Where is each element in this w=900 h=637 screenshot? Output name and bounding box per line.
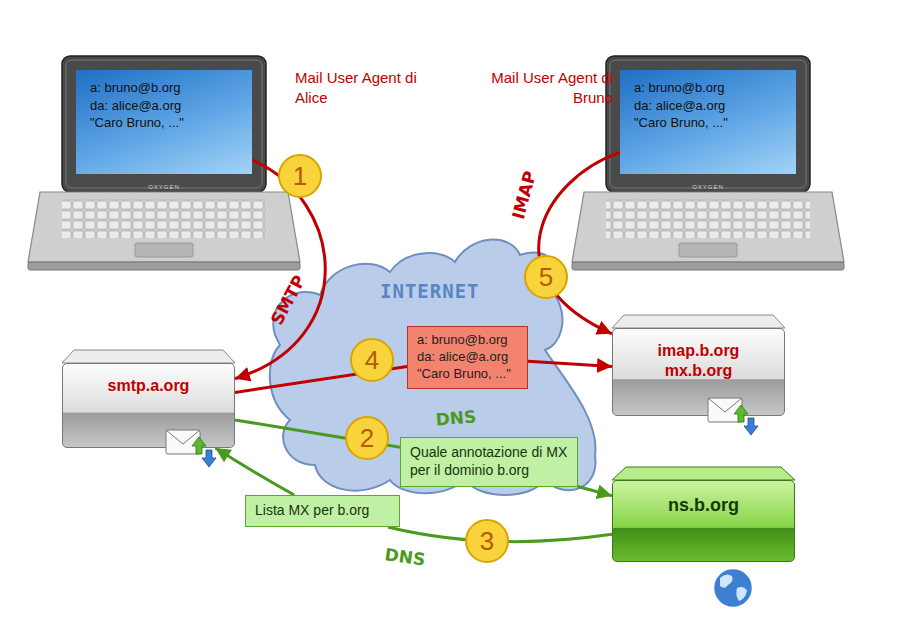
message-line: a: bruno@b.org <box>417 332 518 349</box>
screen-line: da: alice@a.org <box>90 97 238 115</box>
message-line: "Caro Bruno, ..." <box>417 366 518 383</box>
laptop-screen: a: bruno@b.orgda: alice@a.org"Caro Bruno… <box>620 70 796 174</box>
connector <box>528 361 612 366</box>
callout-number: 3 <box>465 519 509 563</box>
protocol-label: SMTP <box>267 272 310 328</box>
screen-line: "Caro Bruno, ..." <box>634 114 782 132</box>
globe-icon <box>713 568 753 608</box>
brand-label: OXYGEN <box>148 184 180 190</box>
callout-number: 5 <box>524 255 568 299</box>
query-box: Quale annotazione di MX per il dominio b… <box>400 437 578 487</box>
server-name: imap.b.org <box>623 341 774 361</box>
server-name: mx.b.org <box>623 361 774 381</box>
server-top <box>612 315 785 328</box>
server-name: smtp.a.org <box>73 376 224 396</box>
screen-line: a: bruno@b.org <box>90 79 238 97</box>
server-top <box>62 350 235 363</box>
callout-number: 2 <box>345 416 389 460</box>
callout-number: 4 <box>350 338 394 382</box>
reply-text: Lista MX per b.org <box>255 501 390 519</box>
message-line: da: alice@a.org <box>417 349 518 366</box>
message-box: a: bruno@b.orgda: alice@a.org"Caro Bruno… <box>407 326 528 389</box>
server-top <box>612 467 795 480</box>
cloud-shape <box>270 240 596 495</box>
server-box: imap.b.orgmx.b.org <box>612 328 785 416</box>
laptop-screen: a: bruno@b.orgda: alice@a.org"Caro Bruno… <box>76 70 252 174</box>
cloud-label: INTERNET <box>380 280 480 302</box>
laptop <box>572 56 844 270</box>
brand-label: OXYGEN <box>692 184 724 190</box>
reply-box: Lista MX per b.org <box>245 495 400 527</box>
connector <box>539 152 620 333</box>
protocol-label: IMAP <box>508 169 540 221</box>
callout-number: 1 <box>278 154 322 198</box>
screen-line: a: bruno@b.org <box>634 79 782 97</box>
query-text: Quale annotazione di MX per il dominio b… <box>410 443 568 479</box>
connector <box>215 448 294 495</box>
server-name: ns.b.org <box>623 495 784 516</box>
agent-label: Mail User Agent di Bruno <box>478 68 613 107</box>
screen-line: da: alice@a.org <box>634 97 782 115</box>
screen-line: "Caro Bruno, ..." <box>90 114 238 132</box>
server-box: smtp.a.org <box>62 363 235 448</box>
protocol-label: DNS <box>435 406 477 429</box>
agent-label: Mail User Agent di Alice <box>295 68 430 107</box>
protocol-label: DNS <box>384 544 427 569</box>
dns-server-box: ns.b.org <box>612 480 795 562</box>
connector <box>578 487 612 496</box>
